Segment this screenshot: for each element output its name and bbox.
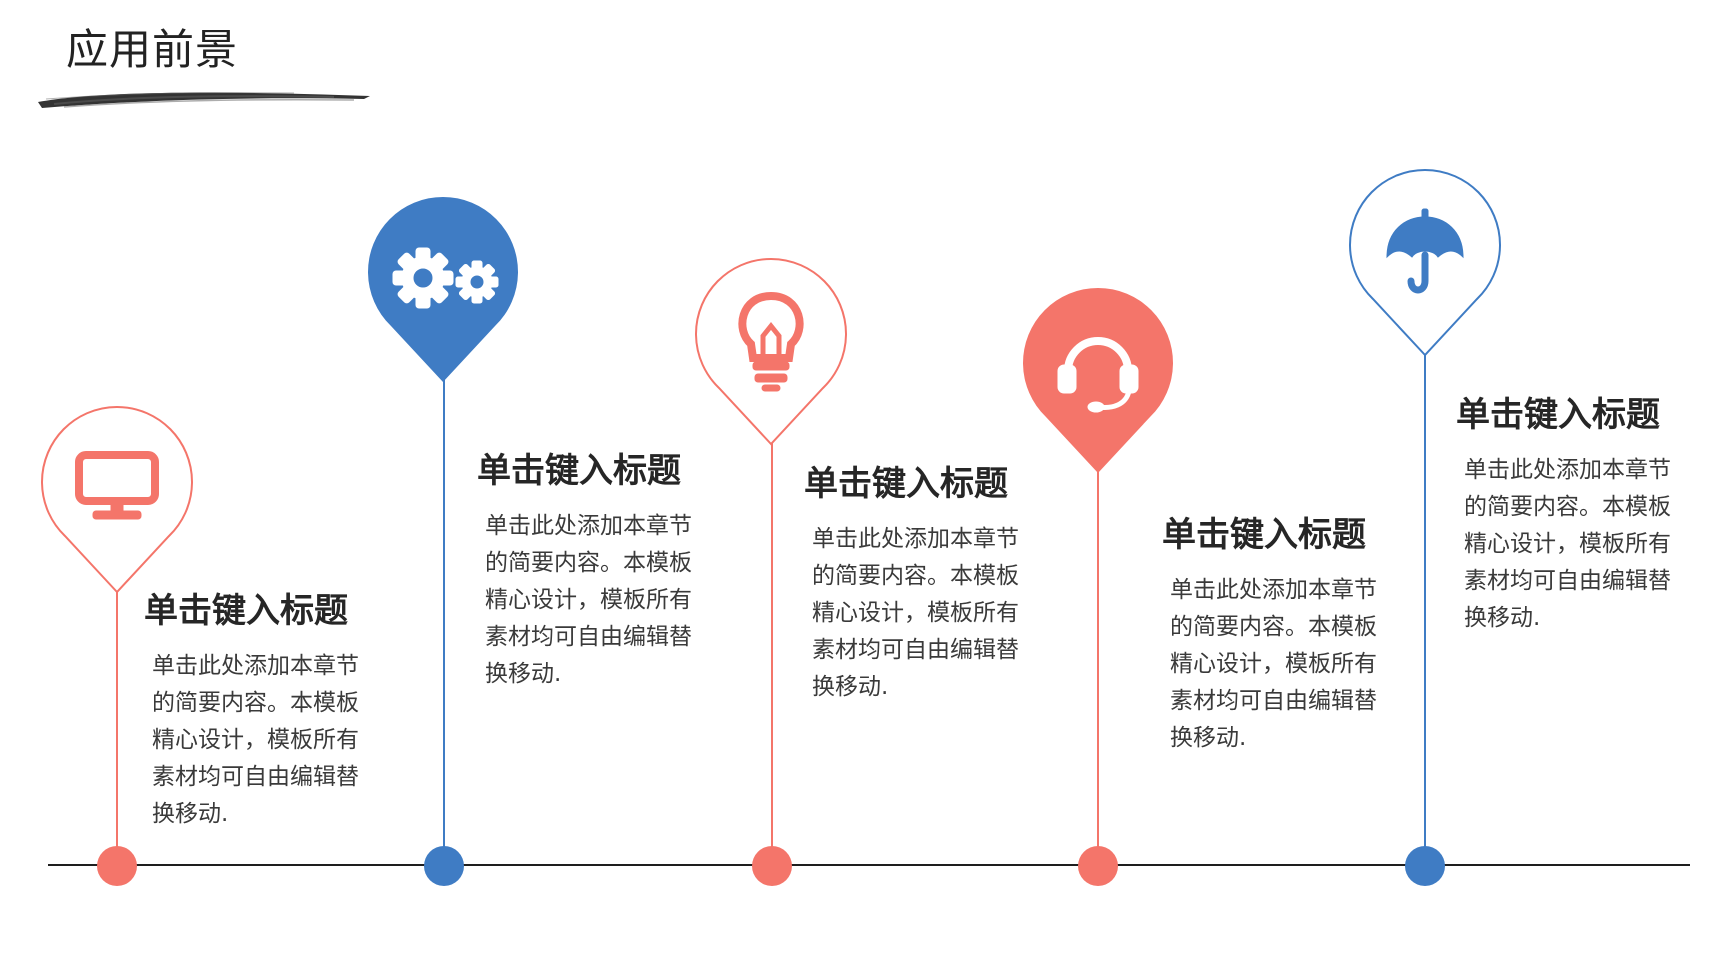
headset-icon <box>1057 337 1139 413</box>
milestone-title: 单击键入标题 <box>1456 395 1660 435</box>
milestone-card: 单击键入标题 单击此处添加本章节的简要内容。本模板精心设计，模板所有素材均可自由… <box>477 448 717 693</box>
milestone-pin <box>1349 168 1501 357</box>
milestone-pin <box>368 196 518 382</box>
milestone-dot <box>1078 846 1118 886</box>
milestone-title: 单击键入标题 <box>1162 515 1366 555</box>
milestone-title: 单击键入标题 <box>804 464 1008 504</box>
gears-icon <box>392 247 499 309</box>
lightbulb-icon <box>738 291 804 392</box>
umbrella-icon <box>1386 208 1464 294</box>
milestone-title: 单击键入标题 <box>477 451 681 491</box>
milestone-dot <box>424 846 464 886</box>
milestone-stem <box>116 585 118 865</box>
milestone-pin <box>695 257 847 446</box>
milestone-card: 单击键入标题 单击此处添加本章节的简要内容。本模板精心设计，模板所有素材均可自由… <box>1162 512 1402 757</box>
page-title: 应用前景 <box>66 25 239 74</box>
milestone-dot <box>1405 846 1445 886</box>
milestone-card: 单击键入标题 单击此处添加本章节的简要内容。本模板精心设计，模板所有素材均可自由… <box>144 588 384 833</box>
milestone-card: 单击键入标题 单击此处添加本章节的简要内容。本模板精心设计，模板所有素材均可自由… <box>1456 392 1696 637</box>
milestone-title: 单击键入标题 <box>144 591 348 631</box>
milestone-stem <box>1097 465 1099 865</box>
milestone-description: 单击此处添加本章节的简要内容。本模板精心设计，模板所有素材均可自由编辑替换移动. <box>812 526 1019 700</box>
milestone-pin <box>41 405 193 594</box>
milestone-card: 单击键入标题 单击此处添加本章节的简要内容。本模板精心设计，模板所有素材均可自由… <box>804 461 1044 706</box>
milestone-description: 单击此处添加本章节的简要内容。本模板精心设计，模板所有素材均可自由编辑替换移动. <box>1170 577 1377 751</box>
milestone-description: 单击此处添加本章节的简要内容。本模板精心设计，模板所有素材均可自由编辑替换移动. <box>152 653 359 827</box>
milestone-stem <box>443 374 445 865</box>
milestone-stem <box>1424 347 1426 865</box>
brush-stroke-decoration <box>38 92 370 108</box>
monitor-icon <box>75 451 159 520</box>
milestone-dot <box>752 846 792 886</box>
milestone-pin <box>1023 287 1173 473</box>
milestone-description: 单击此处添加本章节的简要内容。本模板精心设计，模板所有素材均可自由编辑替换移动. <box>485 513 692 687</box>
timeline-axis <box>48 864 1690 866</box>
milestone-description: 单击此处添加本章节的简要内容。本模板精心设计，模板所有素材均可自由编辑替换移动. <box>1464 457 1671 631</box>
milestone-dot <box>97 846 137 886</box>
milestone-stem <box>771 436 773 865</box>
